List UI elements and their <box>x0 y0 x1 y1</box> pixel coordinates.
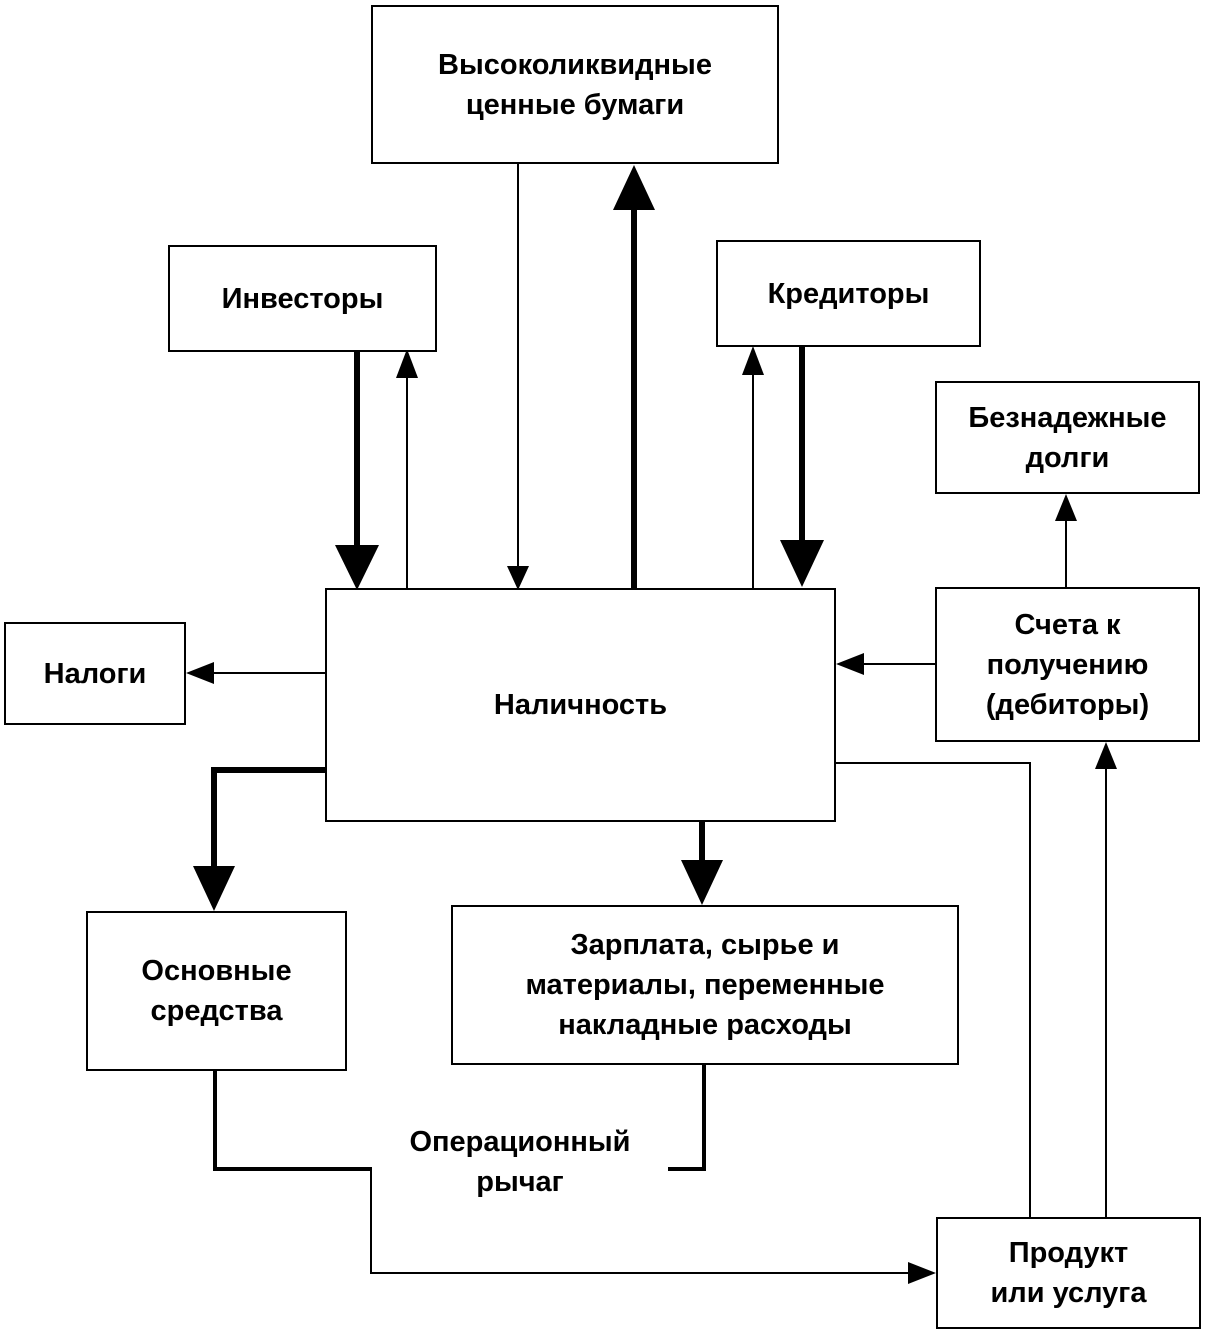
edge-cash-to-product <box>835 762 1031 1217</box>
node-taxes: Налоги <box>4 622 186 725</box>
arrowhead-securities-to-cash <box>507 566 529 590</box>
node-securities: Высоколиквидные ценные бумаги <box>371 5 779 164</box>
node-creditors: Кредиторы <box>716 240 981 347</box>
node-wages: Зарплата, сырье и материалы, переменные … <box>451 905 959 1065</box>
arrowhead-receivables-to-cash <box>836 653 864 675</box>
edge-cash-to-fixed-assets <box>211 767 325 872</box>
node-cash: Наличность <box>325 588 836 822</box>
label-operating-leverage: Операционный рычаг <box>372 1122 668 1204</box>
node-product: Продукт или услуга <box>936 1217 1201 1329</box>
arrowhead-cash-to-securities <box>613 165 655 210</box>
arrowhead-investors-to-cash <box>335 545 379 590</box>
arrowhead-cash-to-creditors <box>742 346 764 375</box>
arrowhead-creditors-to-cash <box>780 540 824 587</box>
arrowhead-leverage-to-product <box>908 1262 936 1284</box>
arrowhead-cash-to-fixed-assets <box>193 866 235 911</box>
arrowhead-cash-to-investors <box>396 349 418 378</box>
arrowhead-cash-to-wages <box>681 860 723 905</box>
arrowhead-cash-to-taxes <box>186 662 214 684</box>
node-fixed-assets: Основные средства <box>86 911 347 1071</box>
arrowhead-product-to-receivables <box>1095 742 1117 769</box>
node-investors: Инвесторы <box>168 245 437 352</box>
arrowhead-receivables-to-bad-debts <box>1055 494 1077 521</box>
edge-leverage-to-product <box>370 1169 912 1274</box>
node-bad-debts: Безнадежные долги <box>935 381 1200 494</box>
node-receivables: Счета к получению (дебиторы) <box>935 587 1200 742</box>
